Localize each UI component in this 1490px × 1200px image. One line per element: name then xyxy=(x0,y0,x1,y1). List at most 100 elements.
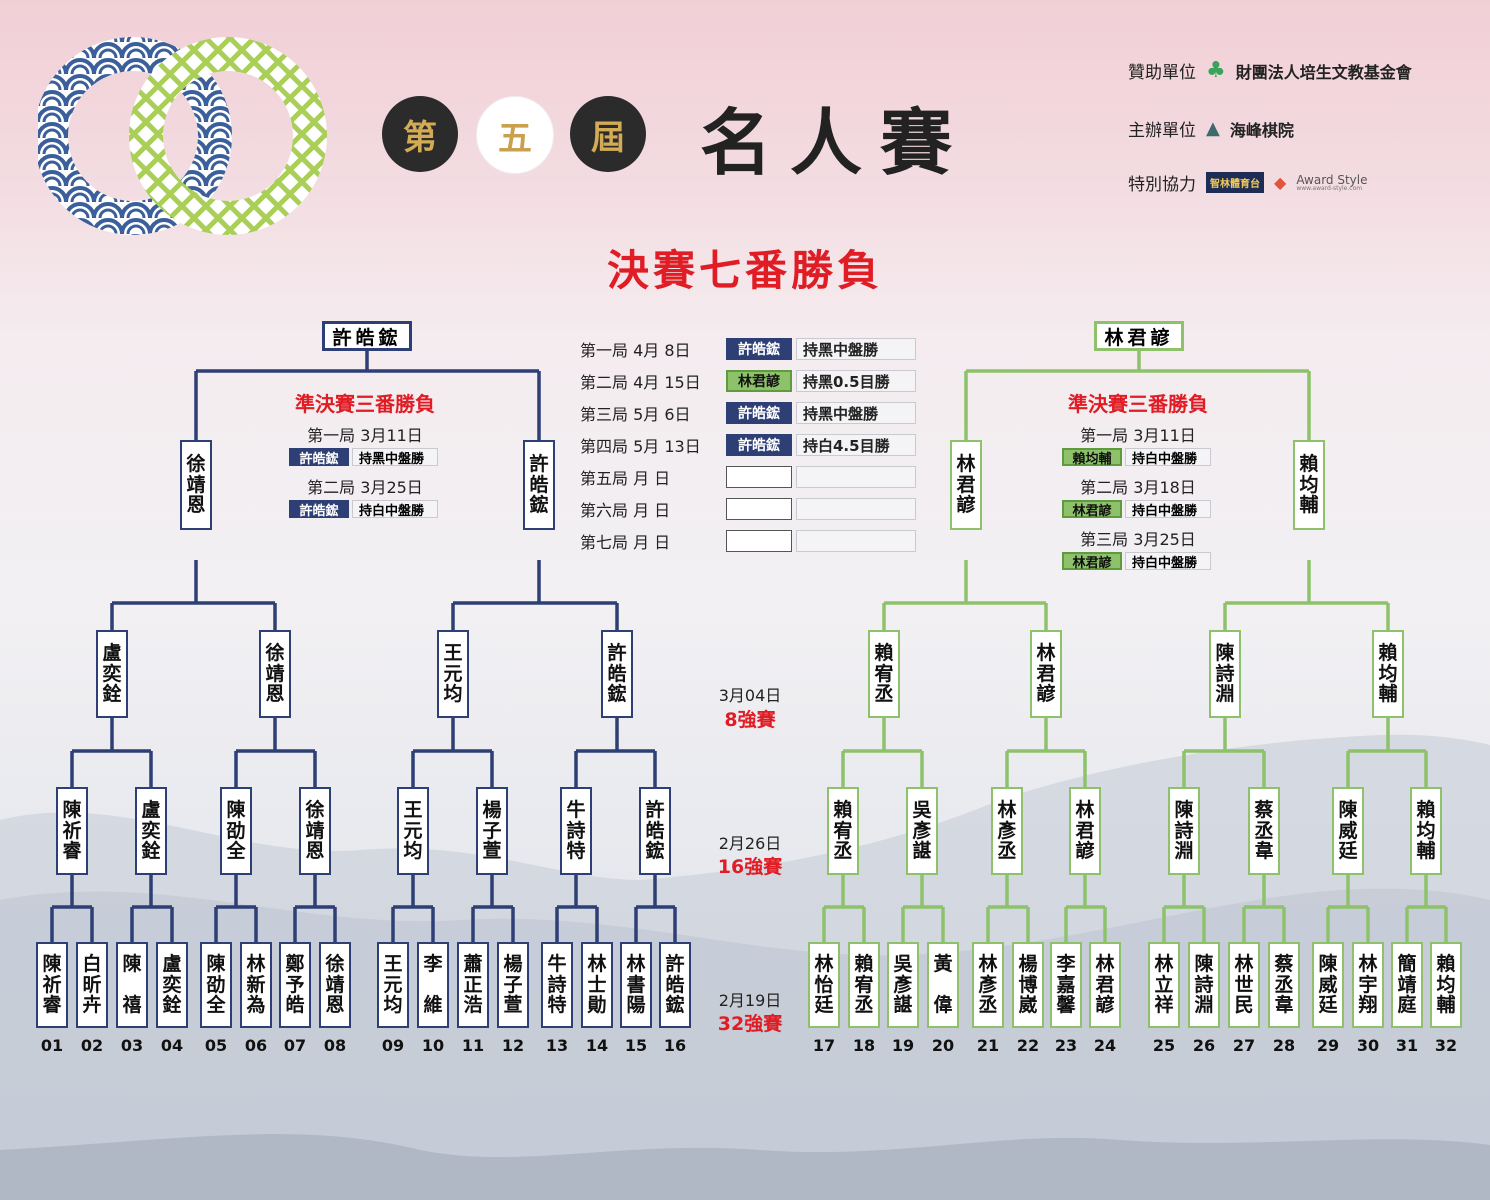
name-char: 陳 xyxy=(42,952,62,975)
name-char: 陳 xyxy=(206,952,226,975)
name-char: 諺 xyxy=(1075,840,1095,863)
qf-winner-box: 賴均輔 xyxy=(1372,630,1404,718)
r16-winner-box: 楊子萱 xyxy=(476,787,508,875)
page-title: 名人賽 xyxy=(700,100,971,185)
player-name-box: 王元均 xyxy=(377,942,409,1028)
player-name-box: 林宇翔 xyxy=(1352,942,1384,1028)
finalist-left: 許皓鋐 xyxy=(322,321,412,351)
qf-winner-box: 陳詩淵 xyxy=(1209,630,1241,718)
final-game-row: 第四局 5月 13日許皓鋐持白4.5目勝 xyxy=(580,433,916,457)
name-char: 許 xyxy=(645,798,665,821)
name-char: 書 xyxy=(626,973,646,996)
r16-winner-box: 許皓鋐 xyxy=(639,787,671,875)
name-char: 鋐 xyxy=(607,683,627,706)
qf-winner-box: 徐靖恩 xyxy=(259,630,291,718)
mountain-logo-icon: ▲ xyxy=(1206,118,1220,139)
sponsor-org: 財團法人培生文教基金會 xyxy=(1235,62,1412,82)
semi-game-label: 第二局 3月25日 xyxy=(307,478,423,497)
player-name-box: 李嘉馨 xyxy=(1050,942,1082,1028)
name-char: 楊 xyxy=(503,952,523,975)
semi-game-result-row: 林君諺持白中盤勝 xyxy=(1062,500,1211,519)
name-char: 睿 xyxy=(42,994,62,1017)
final-game-row: 第二局 4月 15日林君諺持黑0.5目勝 xyxy=(580,369,916,393)
round-name-qf: 8強賽 xyxy=(724,709,776,731)
name-char: 吳 xyxy=(912,798,932,821)
name-char: 偉 xyxy=(933,994,953,1017)
name-char xyxy=(423,975,442,996)
player-name-box: 蔡丞韋 xyxy=(1268,942,1300,1028)
name-char: 林 xyxy=(1075,798,1095,821)
sponsor-label: 主辦單位 xyxy=(1128,121,1196,141)
r16-winner-box: 陳詩淵 xyxy=(1168,787,1200,875)
name-char: 嘉 xyxy=(1056,973,1076,996)
name-char: 林 xyxy=(246,952,266,975)
semifinalist-box: 林君諺 xyxy=(950,440,982,530)
player-name-box: 林君諺 xyxy=(1089,942,1121,1028)
name-char: 均 xyxy=(383,994,403,1017)
name-char: 均 xyxy=(1436,973,1456,996)
game-label: 第三局 5月 6日 xyxy=(580,405,691,424)
name-char: 陳 xyxy=(1194,952,1214,975)
name-char: 元 xyxy=(443,662,463,685)
r16-winner-box: 賴宥丞 xyxy=(827,787,859,875)
player-number: 01 xyxy=(40,1036,64,1055)
name-char: 皓 xyxy=(285,994,305,1017)
name-char: 林 xyxy=(997,798,1017,821)
name-char: 均 xyxy=(1299,473,1319,496)
player-name-box: 陳 禧 xyxy=(116,942,148,1028)
player-number: 02 xyxy=(80,1036,104,1055)
name-char: 廷 xyxy=(814,994,834,1017)
name-char xyxy=(933,975,952,996)
r16-winner-box: 牛詩特 xyxy=(560,787,592,875)
round-name-r16: 16強賽 xyxy=(717,856,783,878)
name-char: 萱 xyxy=(503,994,523,1017)
round-name-r32: 32強賽 xyxy=(717,1013,783,1035)
player-name-box: 白昕卉 xyxy=(76,942,108,1028)
player-number: 29 xyxy=(1316,1036,1340,1055)
qf-winner-box: 王元均 xyxy=(437,630,469,718)
name-char: 吳 xyxy=(893,952,913,975)
player-name-box: 鄭予皓 xyxy=(279,942,311,1028)
player-name-box: 吳彥諶 xyxy=(887,942,919,1028)
name-char: 牛 xyxy=(566,798,586,821)
name-char: 黃 xyxy=(933,952,953,975)
name-char: 均 xyxy=(1416,819,1436,842)
player-number: 15 xyxy=(624,1036,648,1055)
name-char: 均 xyxy=(1378,662,1398,685)
semi-game-result-row: 賴均輔持白中盤勝 xyxy=(1062,448,1211,467)
player-number: 04 xyxy=(160,1036,184,1055)
name-char: 翔 xyxy=(1358,994,1378,1017)
finalist-right: 林君諺 xyxy=(1094,321,1184,351)
r16-winner-box: 盧奕銓 xyxy=(135,787,167,875)
name-char: 陳 xyxy=(1215,641,1235,664)
name-char: 徐 xyxy=(265,641,285,664)
name-char: 輔 xyxy=(1299,494,1319,517)
name-char: 韋 xyxy=(1254,840,1274,863)
player-number: 08 xyxy=(323,1036,347,1055)
name-char: 林 xyxy=(1036,641,1056,664)
final-game-row: 第六局 月 日 xyxy=(580,497,916,521)
game-label: 第六局 月 日 xyxy=(580,501,671,520)
name-char: 禧 xyxy=(122,994,142,1017)
name-char: 徐 xyxy=(325,952,345,975)
player-name-box: 牛詩特 xyxy=(541,942,573,1028)
player-name-box: 林書陽 xyxy=(620,942,652,1028)
game-label: 第五局 月 日 xyxy=(580,469,671,488)
name-char: 博 xyxy=(1018,973,1038,996)
name-char: 元 xyxy=(403,819,423,842)
player-number: 16 xyxy=(663,1036,687,1055)
qf-winner-box: 林君諺 xyxy=(1030,630,1062,718)
name-char: 輔 xyxy=(1416,840,1436,863)
name-char: 勛 xyxy=(587,994,607,1017)
name-char: 淵 xyxy=(1194,994,1214,1017)
name-char: 卉 xyxy=(82,994,102,1017)
name-char: 廷 xyxy=(1338,840,1358,863)
name-char: 陽 xyxy=(626,994,646,1017)
name-char: 王 xyxy=(443,641,463,664)
name-char: 士 xyxy=(587,973,607,996)
sponsor-org-2-url: www.award-style.com xyxy=(1296,184,1363,192)
edition-circle-3: 屆 xyxy=(570,96,646,172)
name-char: 威 xyxy=(1338,819,1358,842)
name-char: 恩 xyxy=(325,994,345,1017)
semi-game-label: 第一局 3月11日 xyxy=(307,426,423,445)
